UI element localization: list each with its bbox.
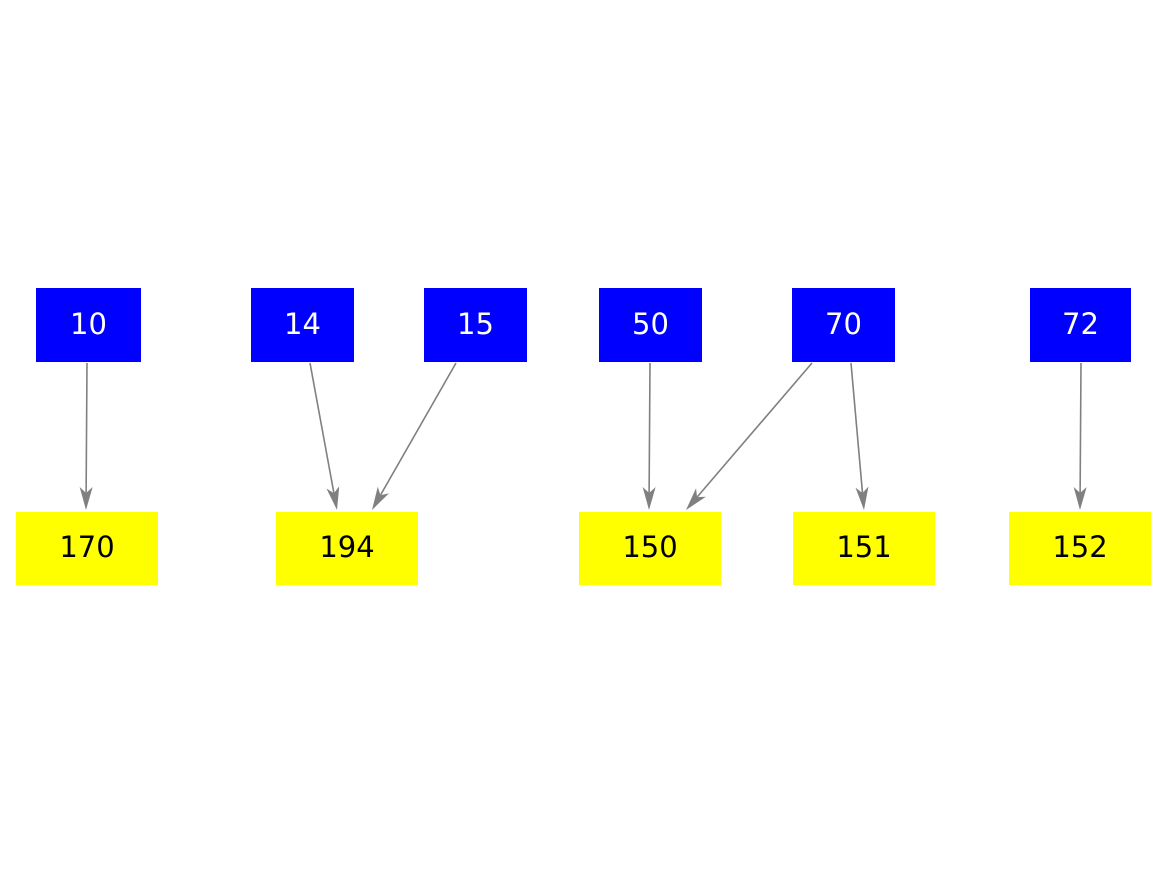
graph-node-50[interactable]: 50 [599,288,702,362]
edge-arrowhead [855,486,869,510]
graph-node-70[interactable]: 70 [792,288,895,362]
edge-arrowhead [326,486,340,510]
edge-line [379,362,457,496]
edge-arrowhead [1073,486,1087,510]
edge-line [850,362,864,494]
graph-node-label: 14 [284,306,321,341]
edge-line [648,362,651,494]
edge-arrowhead [79,486,93,510]
graph-node-label: 194 [319,530,375,564]
graph-edge-n70-to-n151 [850,362,869,510]
edge-arrowhead [686,488,706,510]
graph-node-10[interactable]: 10 [36,288,141,362]
edge-line [1079,362,1082,494]
graph-node-151[interactable]: 151 [793,512,935,585]
graph-node-label: 170 [59,530,115,564]
graph-node-170[interactable]: 170 [16,512,158,585]
graph-node-152[interactable]: 152 [1009,512,1151,585]
graph-node-14[interactable]: 14 [251,288,354,362]
graph-node-label: 70 [825,306,862,341]
graph-node-label: 152 [1052,530,1108,564]
graph-node-194[interactable]: 194 [276,512,418,585]
graph-node-label: 10 [70,306,107,341]
graph-node-72[interactable]: 72 [1030,288,1131,362]
graph-node-150[interactable]: 150 [579,512,721,585]
graph-node-label: 72 [1062,306,1099,341]
graph-node-label: 50 [632,306,669,341]
graph-node-label: 150 [622,530,678,564]
edge-line [309,362,335,494]
edge-arrowhead [642,486,656,510]
edge-line [696,362,813,498]
graph-edge-n72-to-n152 [1073,362,1087,510]
edge-line [85,362,88,494]
graph-node-label: 151 [836,530,892,564]
graph-edge-n15-to-n194 [372,362,457,510]
graph-edge-n10-to-n170 [79,362,93,510]
graph-edge-n14-to-n194 [309,362,340,510]
edge-arrowhead [372,486,390,510]
graph-edge-n70-to-n150 [686,362,813,510]
graph-node-label: 15 [457,306,494,341]
graph-node-15[interactable]: 15 [424,288,527,362]
graph-edge-n50-to-n150 [642,362,656,510]
